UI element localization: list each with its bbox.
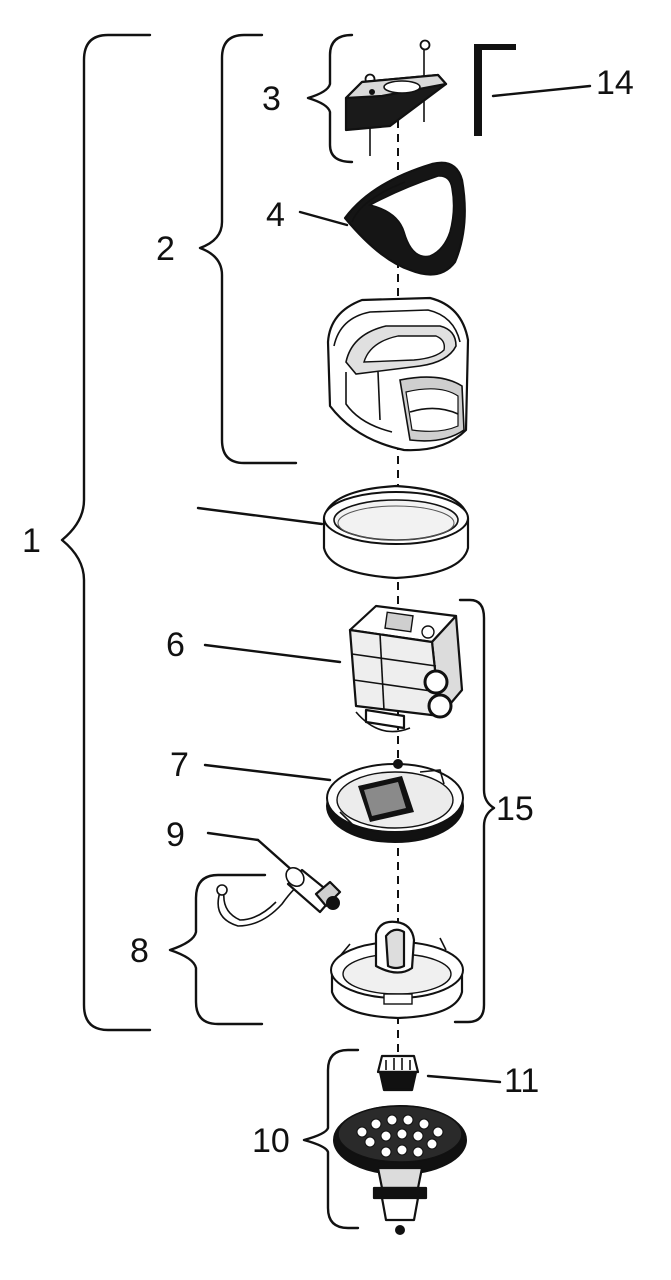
callout-11: 11 bbox=[504, 1062, 539, 1100]
valve-cartridge-part bbox=[348, 604, 464, 733]
callout-7: 7 bbox=[170, 746, 189, 784]
callout-2: 2 bbox=[156, 230, 175, 268]
retaining-ring-part bbox=[322, 484, 470, 580]
leader-14 bbox=[491, 84, 592, 98]
solenoid-part bbox=[216, 866, 342, 927]
callout-14: 14 bbox=[596, 64, 634, 102]
brace-15 bbox=[453, 598, 496, 1024]
callout-10: 10 bbox=[252, 1122, 290, 1160]
brace-8 bbox=[168, 873, 267, 1026]
leader-9b bbox=[256, 838, 296, 874]
brace-10 bbox=[302, 1048, 360, 1230]
strainer-assembly-part bbox=[333, 1105, 467, 1235]
brace-2 bbox=[198, 33, 298, 465]
leader-6 bbox=[203, 643, 342, 664]
callout-15: 15 bbox=[496, 790, 534, 828]
callout-4: 4 bbox=[266, 196, 285, 234]
callout-8: 8 bbox=[130, 932, 149, 970]
leader-11 bbox=[426, 1074, 502, 1084]
control-disc-part bbox=[326, 759, 464, 843]
fitting-part bbox=[376, 1054, 420, 1092]
allen-wrench-part bbox=[474, 44, 516, 136]
handle-body-part bbox=[326, 296, 470, 452]
handle-plate-part bbox=[344, 39, 448, 156]
leader-4 bbox=[298, 210, 349, 227]
handle-cover-part bbox=[343, 161, 466, 276]
leader-5 bbox=[196, 506, 324, 526]
callout-6: 6 bbox=[166, 626, 185, 664]
brace-3 bbox=[306, 33, 354, 164]
brace-1 bbox=[60, 33, 152, 1032]
callout-9: 9 bbox=[166, 816, 185, 854]
leader-7 bbox=[203, 763, 332, 782]
callout-1: 1 bbox=[22, 522, 41, 560]
valve-base-part bbox=[330, 920, 464, 1020]
callout-3: 3 bbox=[262, 80, 281, 118]
leader-9 bbox=[206, 831, 260, 842]
